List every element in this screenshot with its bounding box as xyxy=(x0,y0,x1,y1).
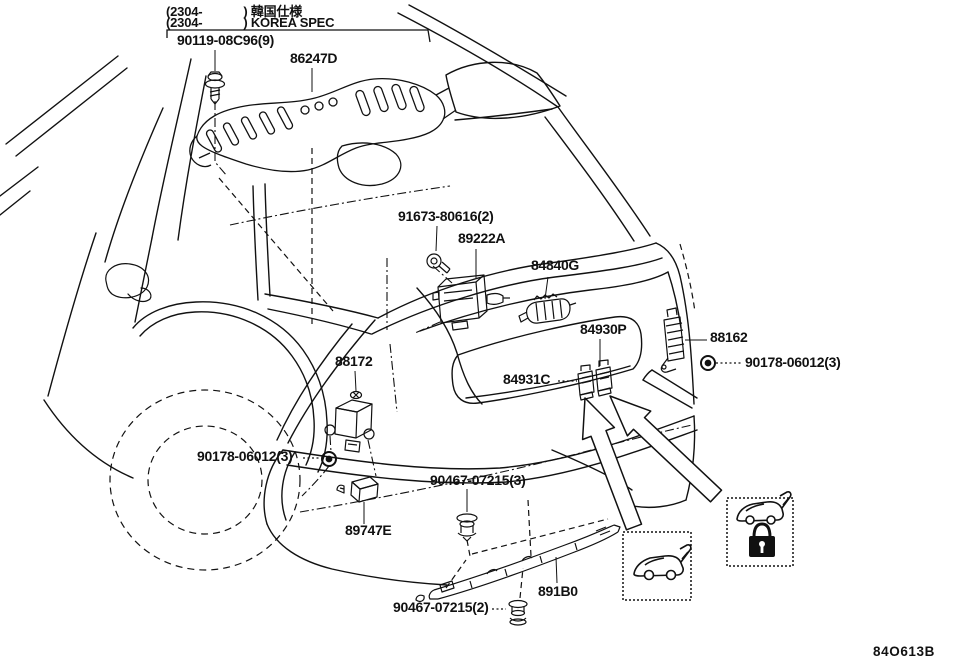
part-label-90178L[interactable]: 90178-06012(3) xyxy=(197,448,293,464)
part-label-86247D[interactable]: 86247D xyxy=(290,50,338,66)
tire-hidden xyxy=(109,389,301,571)
part-label-91673[interactable]: 91673-80616(2) xyxy=(398,208,494,224)
wheel-rim-hidden xyxy=(147,425,263,535)
part-label-84931C[interactable]: 84931C xyxy=(503,371,551,387)
grommet-90178-right[interactable] xyxy=(700,355,716,371)
cowl-vent-panel-86247D[interactable] xyxy=(189,78,457,187)
pointer-arrow-left xyxy=(581,397,643,531)
sensor-89747E[interactable] xyxy=(336,476,379,503)
bolt-90119[interactable] xyxy=(204,71,226,105)
tailgate-open-icon xyxy=(633,544,692,581)
tailgate-open-lock-icon xyxy=(736,491,792,557)
part-label-89222A[interactable]: 89222A xyxy=(458,230,506,246)
legend-box-open xyxy=(622,531,692,601)
clip-90467-3[interactable] xyxy=(456,513,478,542)
part-label-84930P[interactable]: 84930P xyxy=(580,321,627,337)
connector-84930P[interactable] xyxy=(595,359,613,397)
pointer-arrows xyxy=(581,395,723,531)
dotted-leaders xyxy=(303,362,743,610)
clip-90467-2[interactable] xyxy=(508,599,528,626)
module-88172[interactable] xyxy=(324,390,375,453)
screw-91673[interactable] xyxy=(426,253,451,274)
wheel-arch xyxy=(132,301,328,473)
part-label-84840G[interactable]: 84840G xyxy=(531,257,580,273)
connector-84931C[interactable] xyxy=(577,364,595,401)
part-label-90119[interactable]: 90119-08C96(9) xyxy=(177,32,274,48)
part-label-891B0[interactable]: 891B0 xyxy=(538,583,578,599)
part-label-90467_3[interactable]: 90467-07215(3) xyxy=(430,472,526,488)
legend-boxes xyxy=(622,491,794,601)
car-left-pillar xyxy=(0,58,271,479)
car-roof-lines xyxy=(5,4,567,157)
part-label-88162[interactable]: 88162 xyxy=(710,329,748,345)
car-right-pillar xyxy=(544,106,698,409)
vent-holes xyxy=(300,97,338,115)
garnish-strip-891B0[interactable] xyxy=(415,524,621,602)
tailgate-window-band xyxy=(264,242,669,444)
vent-slots-right xyxy=(355,83,425,117)
spec-note-en: (2304- ) KOREA SPEC xyxy=(166,15,335,30)
part-label-90467_2[interactable]: 90467-07215(2) xyxy=(393,599,489,615)
pointer-arrow-right xyxy=(609,395,723,503)
diagram-code: 84O613B xyxy=(873,644,935,659)
grommet-90178-left[interactable] xyxy=(321,451,337,467)
centerlines xyxy=(214,101,693,513)
leader-lines xyxy=(166,29,707,584)
roof-antenna-shape xyxy=(105,263,152,303)
license-plate-recess xyxy=(416,287,643,405)
ecu-89222A[interactable] xyxy=(432,274,510,331)
antenna-88162[interactable] xyxy=(660,307,685,373)
switch-84840G[interactable] xyxy=(518,293,577,324)
part-label-90178R[interactable]: 90178-06012(3) xyxy=(745,354,841,370)
part-label-88172[interactable]: 88172 xyxy=(335,353,373,369)
rear-bumper xyxy=(263,415,698,586)
spec-note-jp: (2304- ) 韓国仕様 xyxy=(166,4,303,19)
vent-slots-left xyxy=(205,106,294,153)
hidden-dashed-lines xyxy=(109,148,696,599)
part-label-89747E[interactable]: 89747E xyxy=(345,522,392,538)
spec-bracket xyxy=(166,29,431,43)
